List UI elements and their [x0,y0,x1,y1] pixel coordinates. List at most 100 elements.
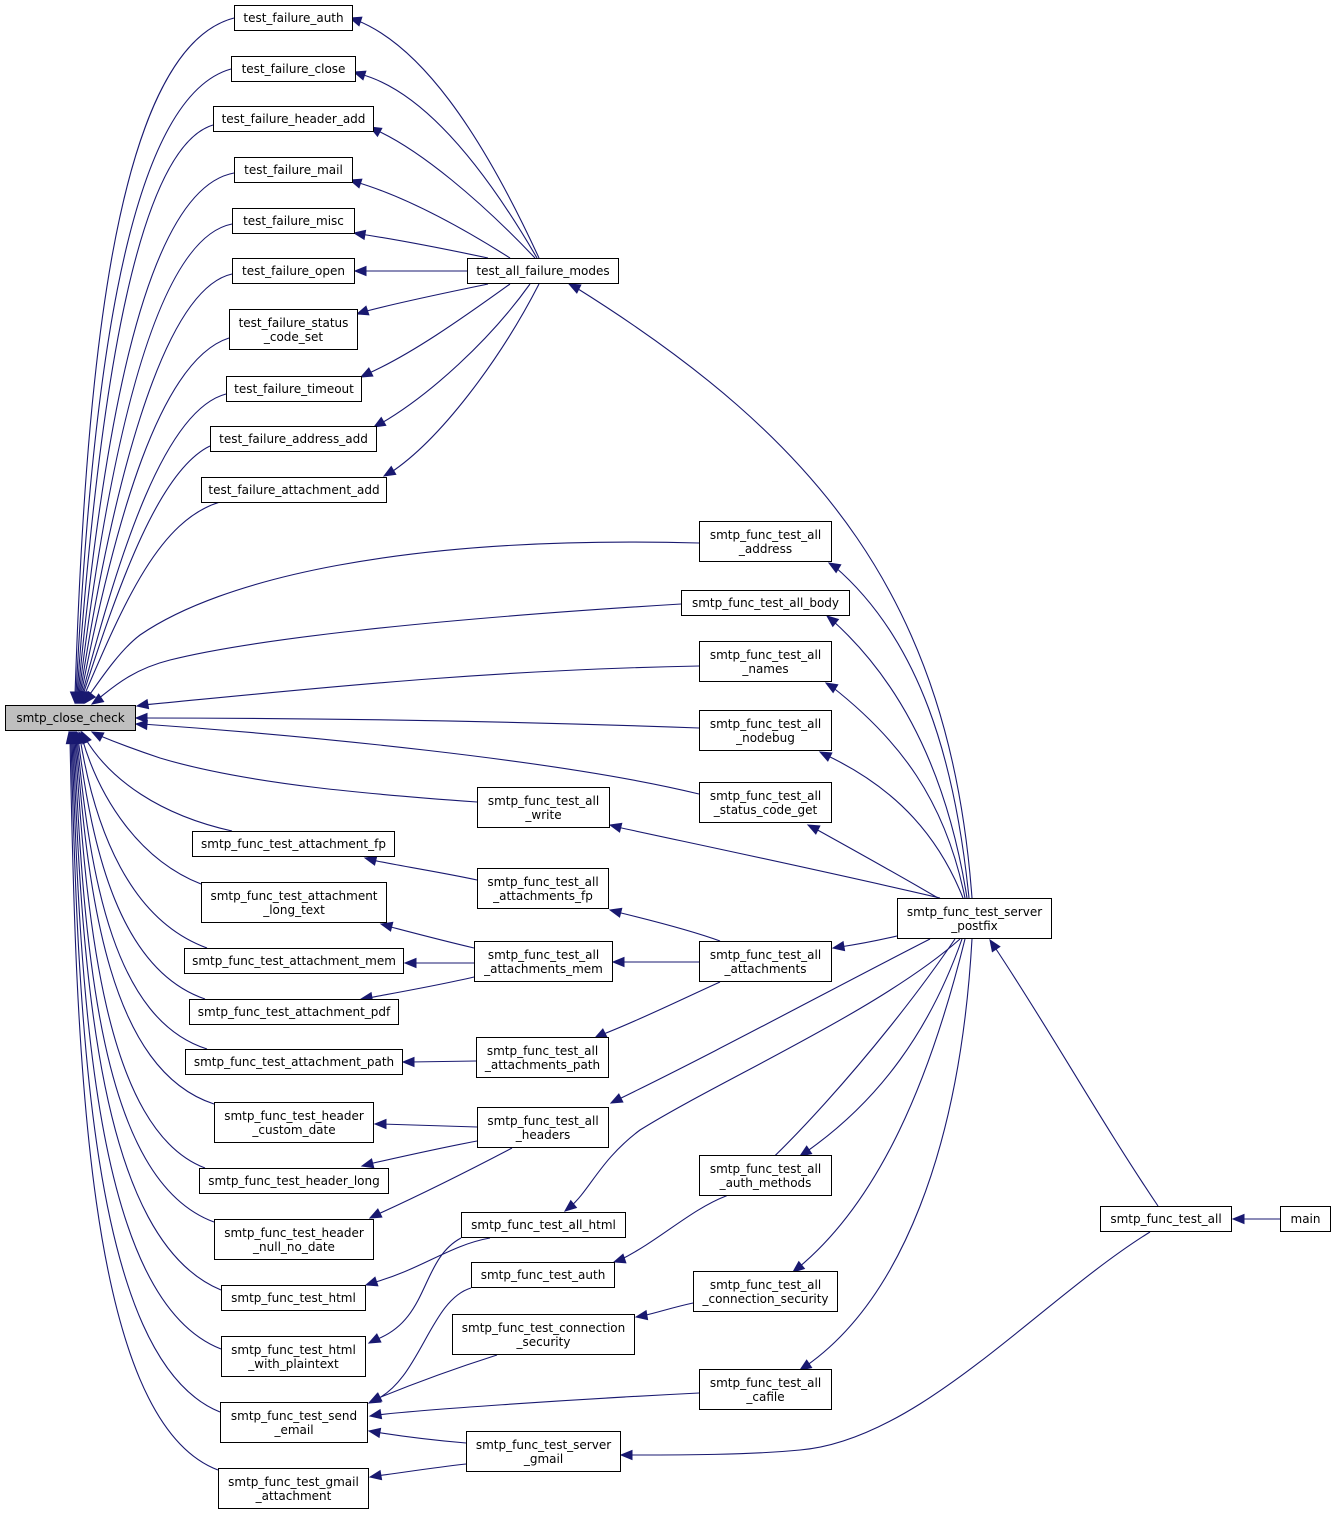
node-smtp-func-test-all-html[interactable]: smtp_func_test_all_html [461,1212,626,1238]
node-smtp-func-test-server-postfix[interactable]: smtp_func_test_server _postfix [897,898,1052,939]
node-test-failure-attachment-add[interactable]: test_failure_attachment_add [201,477,387,503]
arrowhead-fail-address [372,416,387,428]
edge-long-edge [386,925,475,949]
node-label: smtp_func_test_gmail _attachment [228,1474,359,1503]
node-smtp-func-test-auth[interactable]: smtp_func_test_auth [471,1262,615,1288]
node-smtp-func-test-gmail-attachment[interactable]: smtp_func_test_gmail _attachment [218,1468,369,1509]
node-smtp-func-test-attachment-mem[interactable]: smtp_func_test_attachment_mem [184,948,404,974]
node-smtp-func-test-all-nodebug[interactable]: smtp_func_test_all _nodebug [699,710,832,751]
node-label: smtp_func_test_header_long [208,1174,380,1188]
node-smtp-func-test-all-auth-methods[interactable]: smtp_func_test_all _auth_methods [699,1155,832,1196]
edge-tf-auth [74,17,235,696]
node-label: smtp_func_test_all_html [471,1218,616,1232]
node-test-failure-status-code-set[interactable]: test_failure_status _code_set [229,309,358,350]
node-smtp-func-test-all-address[interactable]: smtp_func_test_all _address [699,521,832,562]
node-label: smtp_func_test_send _email [230,1408,358,1437]
node-test-failure-auth[interactable]: test_failure_auth [234,5,353,31]
node-smtp-func-test-header-null-no-date[interactable]: smtp_func_test_header _null_no_date [214,1219,374,1260]
arrowhead-post-auth [612,1253,627,1264]
node-main[interactable]: main [1280,1206,1331,1232]
node-smtp-func-test-send-email[interactable]: smtp_func_test_send _email [220,1402,368,1443]
node-test-failure-open[interactable]: test_failure_open [232,258,355,284]
edge-fail-header [375,129,536,259]
node-label: test_all_failure_modes [476,264,610,278]
edge-post-authm [805,938,963,1153]
arrowhead-html-edge [364,1276,379,1287]
node-label: smtp_func_test_attachment_pdf [197,1005,391,1019]
node-smtp-func-test-attachment-pdf[interactable]: smtp_func_test_attachment_pdf [189,999,399,1025]
node-smtp-func-test-server-gmail[interactable]: smtp_func_test_server _gmail [466,1431,621,1472]
arrowhead-fail-attach [382,465,397,477]
node-smtp-func-test-all-write[interactable]: smtp_func_test_all _write [477,787,610,828]
node-label: smtp_func_test_all _attachments_mem [484,947,603,976]
node-test-failure-address-add[interactable]: test_failure_address_add [210,426,377,452]
arrowhead-send-gmail [367,1427,382,1439]
node-smtp-func-test-all-names[interactable]: smtp_func_test_all _names [699,641,832,682]
node-smtp-func-test-header-custom-date[interactable]: smtp_func_test_header _custom_date [214,1102,374,1143]
edge-post-failure [574,286,973,899]
node-smtp-func-test-header-long[interactable]: smtp_func_test_header_long [199,1168,389,1194]
edge-fail-status [362,283,489,313]
node-smtp-func-test-html[interactable]: smtp_func_test_html [221,1285,366,1311]
node-test-failure-close[interactable]: test_failure_close [231,56,356,82]
arrowhead-long-edge [379,921,394,932]
node-label: test_failure_address_add [219,432,368,446]
edge-root-address [87,541,700,698]
edge-fail-close [359,73,538,259]
node-smtp-func-test-attachment-long-text[interactable]: smtp_func_test_attachment _long_text [201,882,387,923]
arrowhead-post-body [825,615,840,628]
arrowhead-attmem-att [611,956,625,968]
node-test-failure-timeout[interactable]: test_failure_timeout [226,376,362,402]
node-smtp-func-test-html-with-plaintext[interactable]: smtp_func_test_html _with_plaintext [221,1336,366,1377]
arrowhead-fail-timeout [359,367,374,378]
arrowhead-gmail-att [65,730,77,745]
node-smtp-func-test-all-headers[interactable]: smtp_func_test_all _headers [477,1107,609,1148]
node-smtp-func-test-attachment-path[interactable]: smtp_func_test_attachment_path [185,1049,403,1075]
node-smtp-func-test-attachment-fp[interactable]: smtp_func_test_attachment_fp [192,831,395,857]
node-smtp-func-test-connection-security[interactable]: smtp_func_test_connection _security [452,1314,635,1355]
arrowhead-post-html [563,1199,578,1212]
node-smtp-func-test-all-connection-security[interactable]: smtp_func_test_all _connection_security [693,1271,838,1312]
node-label: main [1290,1212,1321,1226]
edge-root-names [142,665,700,706]
node-smtp-func-test-all-attachments-mem[interactable]: smtp_func_test_all _attachments_mem [474,941,613,982]
node-smtp-func-test-all-attachments[interactable]: smtp_func_test_all _attachments [699,941,832,982]
node-smtp-func-test-all-attachments-fp[interactable]: smtp_func_test_all _attachments_fp [477,868,609,909]
node-test-failure-mail[interactable]: test_failure_mail [234,157,353,183]
node-label: smtp_func_test_attachment_path [193,1055,395,1069]
node-smtp-func-test-all-status-code-get[interactable]: smtp_func_test_all _status_code_get [699,782,832,823]
edge-tf-attachment-add [83,501,221,697]
edge-null-edge [375,1147,513,1216]
arrowhead-post-failure [567,283,582,294]
arrowhead-post-address [827,562,842,574]
node-smtp-func-test-all-body[interactable]: smtp_func_test_all_body [681,590,850,616]
edge-send-conn [375,1354,498,1400]
node-label: test_failure_header_add [221,112,366,126]
edge-tf-mail [77,172,235,696]
arrowhead-root-status [134,719,148,731]
edge-fail-auth [355,19,540,259]
node-label: smtp_func_test_all _headers [487,1113,599,1142]
node-smtp-func-test-all[interactable]: smtp_func_test_all [1100,1206,1232,1232]
arrowhead-gmail-gmail [368,1469,383,1481]
arrowhead-connsec-conn [634,1309,649,1321]
node-smtp-close-check[interactable]: smtp_close_check [5,705,136,731]
arrowhead-null-edge [368,1208,383,1219]
node-test-failure-header-add[interactable]: test_failure_header_add [213,106,374,132]
edge-att-pdf [77,737,206,1000]
edge-send-email [70,737,221,1413]
arrowhead-post-nodebug [818,751,833,762]
node-label: smtp_func_test_all _connection_security [702,1277,829,1306]
edge-fail-timeout [366,283,511,375]
node-label: smtp_func_test_attachment_mem [192,954,396,968]
arrowhead-post-connsec [791,1260,806,1273]
node-test-failure-misc[interactable]: test_failure_misc [232,208,355,234]
edge-att-fp [84,737,233,832]
arrowhead-plain-edge [367,1333,382,1344]
node-smtp-func-test-all-cafile[interactable]: smtp_func_test_all _cafile [699,1369,832,1410]
node-test-all-failure-modes[interactable]: test_all_failure_modes [467,258,619,284]
edge-att-long [81,737,202,885]
node-smtp-func-test-all-attachments-path[interactable]: smtp_func_test_all _attachments_path [476,1037,609,1078]
arrowhead-attfp-att [608,907,623,918]
arrowhead-fail-status [355,305,370,316]
